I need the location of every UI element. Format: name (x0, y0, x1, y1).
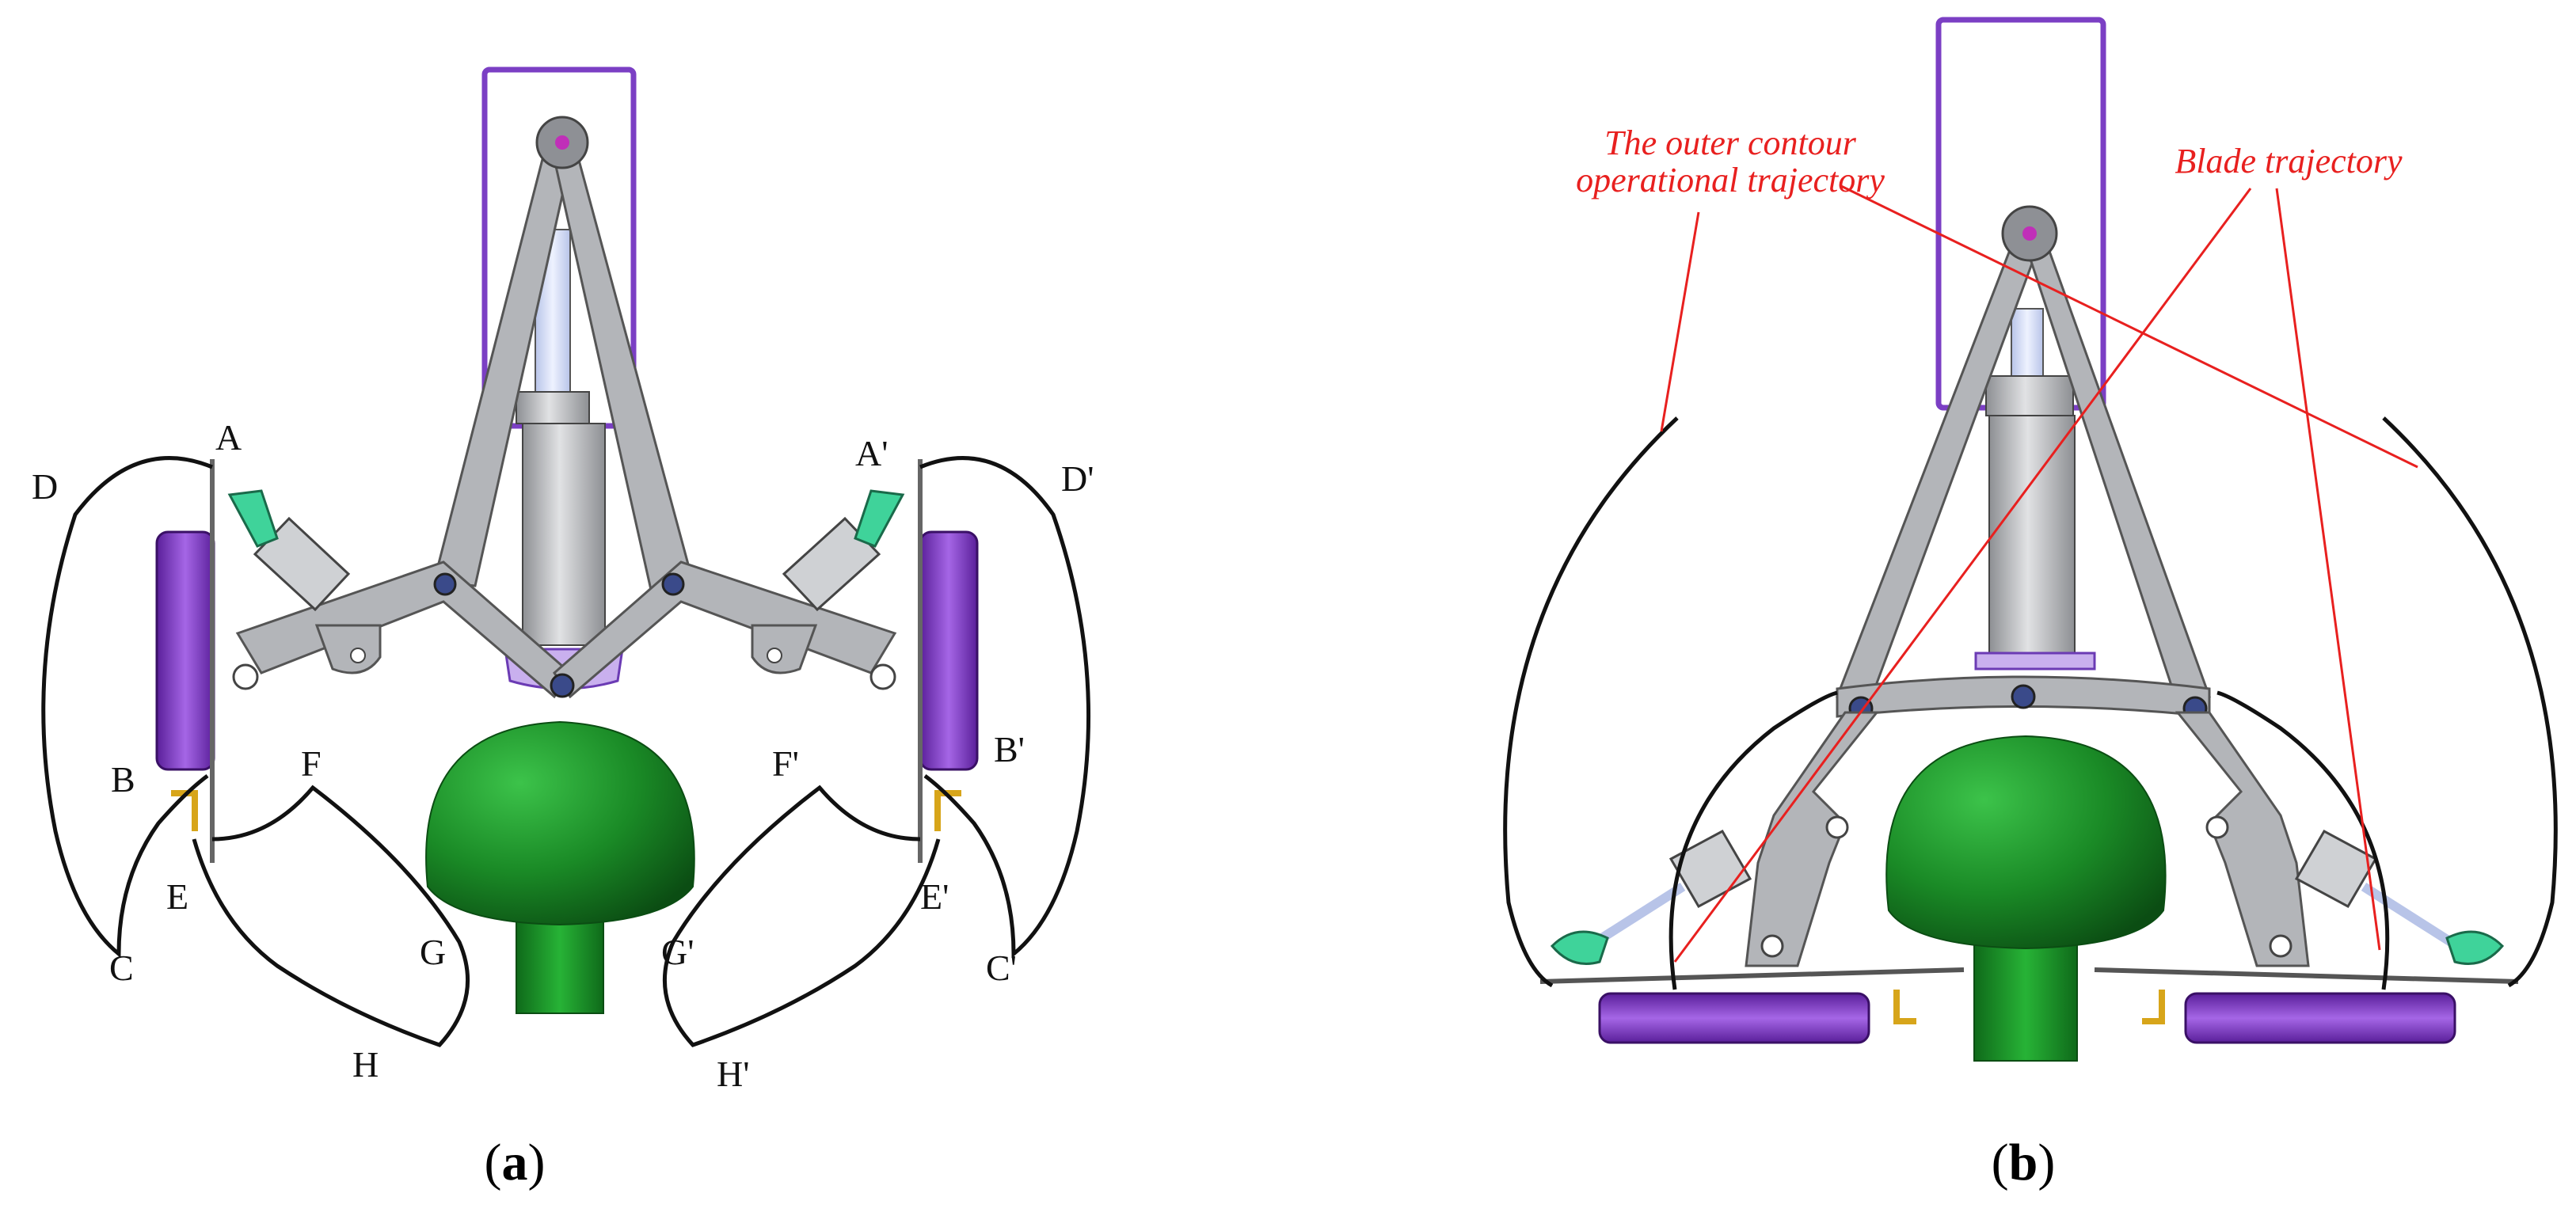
actuator-cylinder (1988, 415, 2076, 654)
leader-blade-left (1673, 188, 2252, 963)
label-A: A (215, 417, 242, 458)
right-small-actuator (782, 516, 881, 612)
right-blade-trajectory (2216, 690, 2390, 990)
right-actuator-rod (2361, 882, 2454, 947)
annotation-outer-contour-line2: operational trajectory (1576, 161, 1885, 199)
left-small-actuator (1669, 829, 1752, 909)
label-F: F (301, 743, 322, 784)
actuator-base (1974, 652, 2096, 671)
pivot (1760, 934, 1784, 958)
mushroom-cap (425, 720, 695, 926)
label-B-prime: B' (994, 729, 1025, 769)
pivot (2205, 815, 2229, 839)
top-pivot-pin (2022, 226, 2037, 241)
label-E: E (166, 876, 188, 917)
caption-a: (a) (485, 1134, 546, 1191)
left-outer-claw (41, 456, 213, 959)
right-gold-clip (934, 790, 961, 831)
label-H: H (352, 1044, 379, 1085)
top-pivot-pin (555, 135, 569, 150)
pivot (2269, 934, 2293, 958)
label-F-prime: F' (772, 743, 799, 784)
pivot (1825, 815, 1849, 839)
pivot (433, 572, 457, 596)
left-lower-link (235, 560, 572, 699)
caption-b: (b) (1992, 1134, 2056, 1191)
annotation-outer-contour-line1: The outer contour (1604, 123, 1857, 162)
right-teal-joint (854, 489, 905, 548)
left-bracket-hole (350, 648, 366, 663)
right-gold-clip (2142, 990, 2165, 1024)
label-C-prime: C' (986, 948, 1017, 988)
left-gold-clip (1893, 990, 1916, 1024)
label-D: D (32, 466, 58, 507)
right-teal-joint (2445, 930, 2505, 965)
label-G: G (420, 932, 446, 972)
annotation-blade-trajectory: Blade trajectory (2175, 142, 2403, 180)
right-lower-arm (2175, 711, 2310, 967)
leader-outer-right (1840, 184, 2418, 469)
mushroom-cap (1885, 735, 2167, 950)
left-plate (1539, 967, 1965, 984)
right-purple-housing (919, 530, 979, 771)
pivot (232, 663, 259, 690)
right-plate (2094, 967, 2519, 984)
label-E-prime: E' (920, 876, 949, 917)
left-teal-joint (1550, 930, 1609, 965)
pivot (869, 663, 896, 690)
label-C: C (109, 948, 134, 988)
left-bracket (314, 624, 382, 674)
label-A-prime: A' (855, 433, 888, 473)
left-inner-claw (192, 785, 470, 1047)
actuator-collar (516, 391, 590, 424)
left-teal-joint (227, 489, 279, 548)
label-B: B (111, 759, 135, 800)
label-D-prime: D' (1061, 458, 1094, 499)
actuator-rod (2011, 308, 2044, 381)
right-small-actuator (2294, 829, 2378, 909)
left-gold-clip (171, 790, 198, 831)
pivot (2011, 684, 2036, 709)
left-purple-housing (1598, 992, 1870, 1044)
right-inner-claw (662, 785, 941, 1047)
left-blade-trajectory (1669, 690, 1838, 990)
right-outer-trajectory (2382, 416, 2558, 988)
pivot (550, 673, 575, 698)
right-bracket (751, 624, 818, 674)
left-purple-housing (155, 530, 215, 771)
left-actuator-rod (1592, 882, 1686, 947)
left-outer-trajectory (1503, 416, 1679, 988)
right-bracket-hole (767, 648, 782, 663)
actuator-cylinder (522, 423, 606, 646)
actuator-collar (1985, 375, 2074, 416)
leader-outer-left (1660, 211, 1700, 432)
panel-a: A A' B B' C C' D D' E E' F F' G G' H H' … (32, 66, 1094, 1191)
right-purple-housing (2184, 992, 2456, 1044)
right-outer-claw (919, 456, 1091, 959)
label-H-prime: H' (717, 1054, 750, 1094)
leader-blade-right (2275, 188, 2381, 951)
panel-b: The outer contour operational trajectory… (1503, 17, 2558, 1191)
pivot (661, 572, 685, 596)
left-small-actuator (253, 516, 351, 612)
label-G-prime: G' (661, 932, 694, 972)
